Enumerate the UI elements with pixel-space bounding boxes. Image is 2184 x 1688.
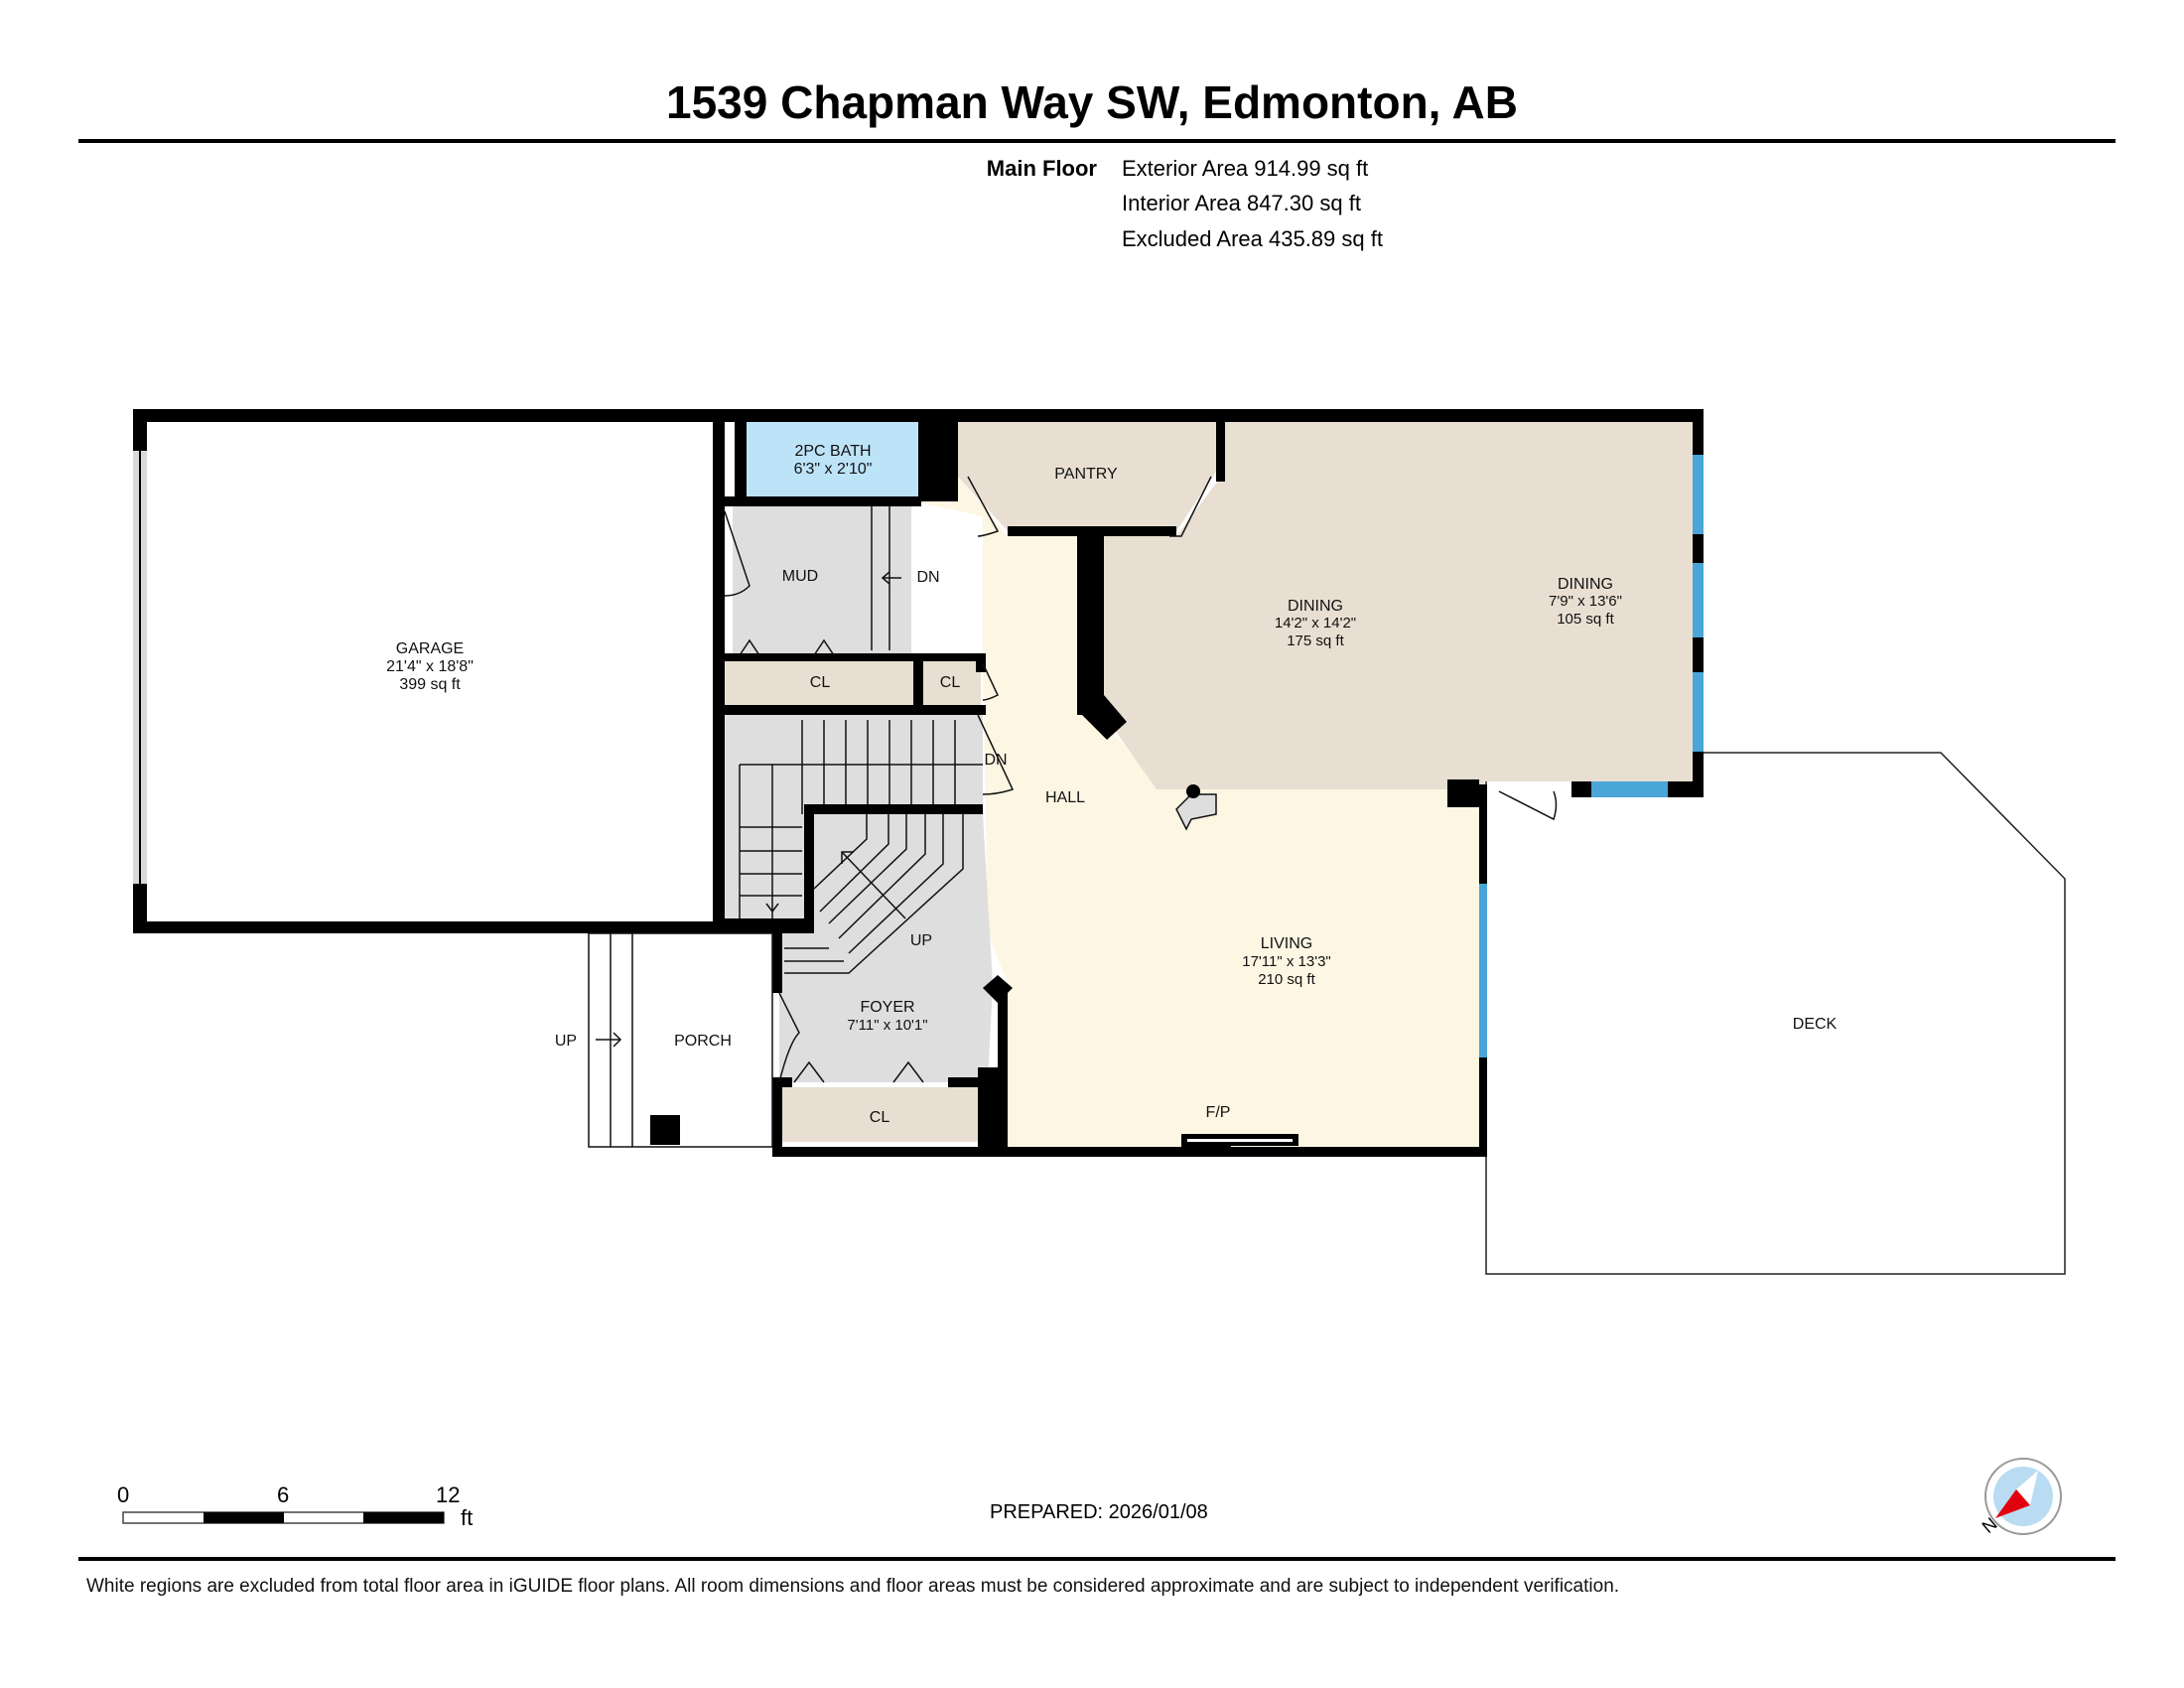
closet-1-floor xyxy=(725,660,913,705)
mud-floor xyxy=(733,506,911,655)
bath-label: 2PC BATH xyxy=(794,443,871,460)
scale-tick-6: 6 xyxy=(277,1482,290,1507)
compass-icon xyxy=(1984,1458,2062,1535)
floor-label: Main Floor xyxy=(986,156,1097,181)
dining-2-label: DINING xyxy=(1558,576,1613,593)
hall-label: HALL xyxy=(1045,789,1085,806)
foyer-dims: 7'11" x 10'1" xyxy=(847,1017,927,1034)
dining-1-dims: 14'2" x 14'2" xyxy=(1275,615,1356,632)
garage-dims: 21'4" x 18'8" xyxy=(386,658,474,675)
scale-unit: ft xyxy=(461,1505,474,1530)
dining-2-floor xyxy=(1484,422,1693,781)
living-area: 210 sq ft xyxy=(1258,971,1315,988)
pantry-label: PANTRY xyxy=(1054,466,1118,483)
scale-tick-12: 12 xyxy=(436,1482,461,1507)
garage-floor xyxy=(147,422,713,923)
living-label: LIVING xyxy=(1261,935,1312,952)
scale-bar xyxy=(122,1511,445,1524)
porch-steps-up: UP xyxy=(555,1033,577,1050)
header-divider xyxy=(78,139,2116,143)
mud-label: MUD xyxy=(782,568,818,585)
fireplace-opening xyxy=(1187,1139,1293,1142)
stair-treads xyxy=(739,506,983,974)
porch-label: PORCH xyxy=(674,1033,732,1050)
fireplace-label: F/P xyxy=(1206,1104,1231,1121)
stairs-dn-label: DN xyxy=(984,752,1007,769)
scale-tick-0: 0 xyxy=(117,1482,130,1507)
foyer-stairs-up: UP xyxy=(910,932,932,949)
closet-3-floor xyxy=(782,1087,978,1142)
bath-dims: 6'3" x 2'10" xyxy=(794,461,873,478)
column-post xyxy=(1186,784,1200,798)
doors xyxy=(724,476,1558,1083)
dining-2-dims: 7'9" x 13'6" xyxy=(1549,593,1622,610)
footer-divider xyxy=(78,1557,2116,1561)
closet-1-label: CL xyxy=(810,674,831,691)
bath-floor xyxy=(747,422,918,501)
interior-area: Interior Area 847.30 sq ft xyxy=(1122,191,1361,215)
garage-label: GARAGE xyxy=(396,640,464,657)
foyer-floor xyxy=(779,814,993,1082)
mud-stairs-dn: DN xyxy=(916,569,939,586)
living-dims: 17'11" x 13'3" xyxy=(1242,953,1331,970)
walls xyxy=(133,409,1704,1157)
windows xyxy=(133,451,1704,1057)
dining-1-area: 175 sq ft xyxy=(1287,633,1344,649)
closet-3-label: CL xyxy=(870,1109,890,1126)
dining-1-floor xyxy=(1104,422,1484,789)
footnote: White regions are excluded from total fl… xyxy=(86,1576,1620,1597)
foyer-label: FOYER xyxy=(860,999,914,1016)
closet-2-floor xyxy=(923,660,981,705)
excluded-area: Excluded Area 435.89 sq ft xyxy=(1122,226,1383,251)
exterior-area: Exterior Area 914.99 sq ft xyxy=(1122,156,1369,181)
prepared-date: PREPARED: 2026/01/08 xyxy=(990,1501,1208,1523)
pantry-floor xyxy=(958,422,1216,531)
page-title: 1539 Chapman Way SW, Edmonton, AB xyxy=(666,76,1518,128)
closet-2-label: CL xyxy=(940,674,961,691)
garage-area: 399 sq ft xyxy=(399,676,461,693)
porch-steps xyxy=(588,932,773,1148)
dining-2-area: 105 sq ft xyxy=(1557,611,1614,628)
deck-label: DECK xyxy=(1793,1016,1838,1033)
deck-area xyxy=(1485,752,2066,1275)
dining-1-label: DINING xyxy=(1288,598,1343,615)
